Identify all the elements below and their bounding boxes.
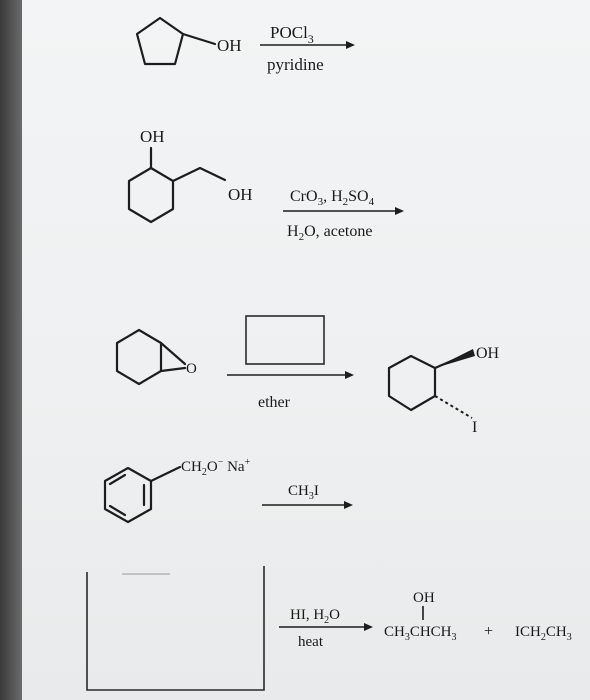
plus-sign: + (484, 623, 493, 640)
reagent-heat: heat (298, 634, 324, 650)
answer-box-reagent[interactable] (245, 315, 325, 365)
product-iodine: I (472, 419, 477, 436)
reagent-pyridine: pyridine (267, 55, 324, 74)
cyclohexene-oxide-ring (115, 328, 163, 386)
reagent-h2o-acetone: H2O, acetone (287, 223, 372, 243)
arrowhead-1 (346, 41, 355, 49)
epoxide-oxygen: O (186, 361, 197, 377)
answer-box-reactant[interactable] (86, 566, 265, 691)
reaction-5: HI, H2O heat OH CH3CHCH3 + ICH2CH3 (86, 566, 572, 691)
reaction-3: O ether OH I (115, 315, 500, 436)
reagent-ch3i: CH3I (288, 483, 319, 502)
reagent-hi-h2o: HI, H2O (290, 607, 340, 626)
alkoxide-label: CH2O− Na+ (181, 457, 251, 478)
epoxide-bond-2 (159, 366, 187, 373)
wedge-oh (435, 349, 475, 368)
hydroxyl-label-top: OH (140, 127, 165, 146)
reaction-2: OH OH CrO3, H2SO4 H2O, acetone (127, 127, 404, 243)
product-iodoethane: ICH2CH3 (515, 624, 572, 643)
benzene-double-2 (108, 504, 127, 517)
reagent-pocl3: POCl3 (270, 23, 314, 46)
photo-edge (0, 0, 22, 700)
bond-benzyl (149, 465, 182, 483)
benzene-double-3 (108, 473, 127, 486)
dash-bond-i (434, 395, 473, 419)
hydroxyl-label-chain: OH (228, 185, 253, 204)
arrowhead-4 (344, 501, 353, 509)
product-hydroxyl-label: OH (413, 590, 435, 606)
arrowhead-2 (395, 207, 404, 215)
reaction-4: CH2O− Na+ CH3I (103, 457, 353, 524)
bond-c-oh (181, 32, 217, 46)
epoxide-bond-1 (159, 341, 187, 366)
product-isopropanol: CH3CHCH3 (384, 624, 457, 643)
arrowhead-5 (364, 623, 373, 631)
cyclohexane-ring (127, 166, 175, 224)
chain-ch2ch2 (171, 166, 227, 183)
reagent-cro3: CrO3, H2SO4 (290, 188, 375, 208)
hydroxyl-label: OH (217, 36, 242, 55)
reagent-ether: ether (258, 394, 291, 411)
reaction-1: OH POCl3 pyridine (135, 16, 355, 74)
product-cyclohexane-ring (387, 354, 437, 412)
cyclopentane-ring (135, 16, 185, 66)
product-hydroxyl: OH (476, 345, 500, 362)
arrowhead-3 (345, 371, 354, 379)
